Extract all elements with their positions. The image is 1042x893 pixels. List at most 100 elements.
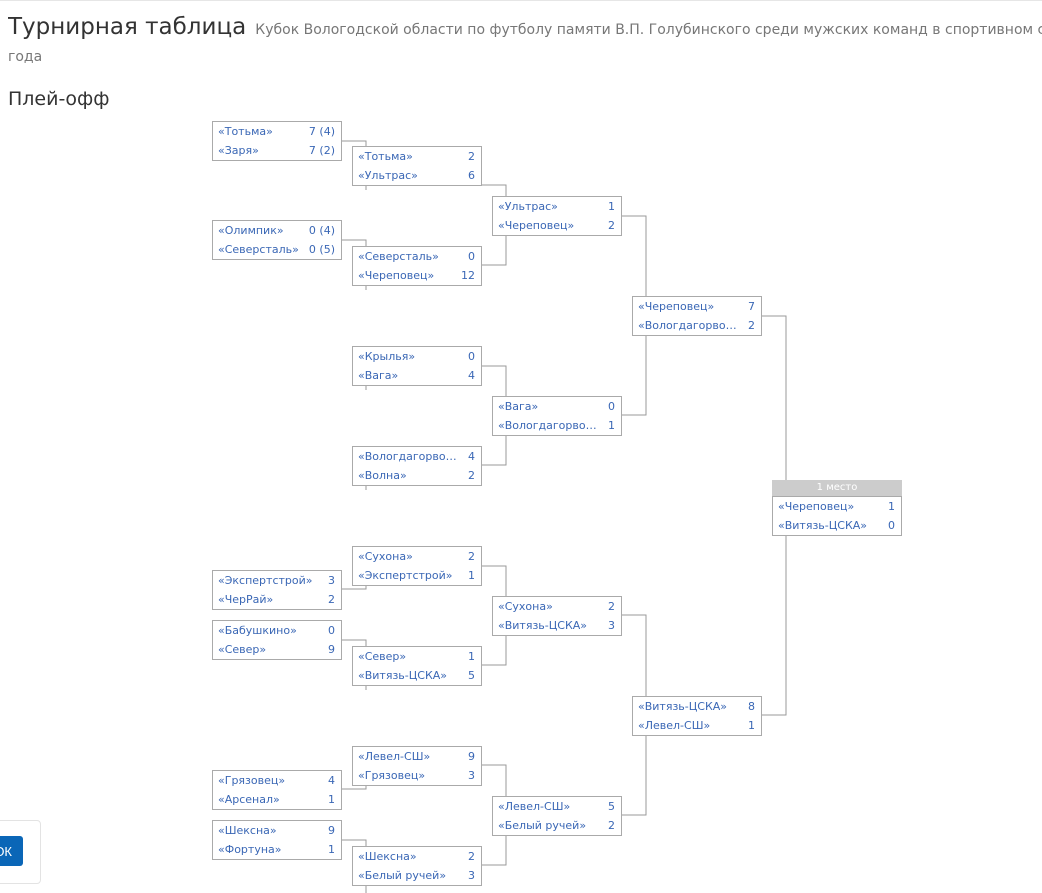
team-score: 9 <box>328 824 335 837</box>
team-row[interactable]: «Северсталь»0 (5) <box>213 240 341 259</box>
team-score: 1 <box>748 719 755 732</box>
team-score: 3 <box>468 869 475 882</box>
team-score: 0 <box>888 519 895 532</box>
team-row[interactable]: «Белый ручей»2 <box>493 816 621 835</box>
team-row[interactable]: «Грязовец»3 <box>353 766 481 785</box>
team-score: 6 <box>468 169 475 182</box>
team-row[interactable]: «Вага»4 <box>353 366 481 385</box>
team-row[interactable]: «Арсенал»1 <box>213 790 341 809</box>
team-score: 2 <box>328 593 335 606</box>
team-row[interactable]: «Сухона»2 <box>493 597 621 616</box>
match-box: «Череповец»7 «Вологдагорвод... 2 <box>632 296 762 336</box>
team-row[interactable]: «Череповец»12 <box>353 266 481 285</box>
team-name: «Череповец» <box>778 500 855 513</box>
team-score: 1 <box>468 569 475 582</box>
team-name: «Вага» <box>358 369 399 382</box>
team-row[interactable]: «Левел-СШ»5 <box>493 797 621 816</box>
team-score: 1 <box>468 650 475 663</box>
team-row[interactable]: «Шексна»2 <box>353 847 481 866</box>
team-name: «Олимпик» <box>218 224 284 237</box>
match-box: «Бабушкино» 0 «Север» 9 <box>212 620 342 660</box>
match-box: «Вага»0«Вологдагорвод...1 <box>492 396 622 436</box>
team-name: «Левел-СШ» <box>358 750 431 763</box>
team-row[interactable]: «Белый ручей»3 <box>353 866 481 885</box>
team-row[interactable]: «Фортуна»1 <box>213 840 341 859</box>
team-row[interactable]: «Витязь-ЦСКА» 0 <box>773 516 901 535</box>
team-name: «Север» <box>218 643 267 656</box>
match-box: «Тотьма»2«Ультрас»6 <box>352 146 482 186</box>
match-box: «Грязовец»4«Арсенал»1 <box>212 770 342 810</box>
team-row[interactable]: «Олимпик»0 (4) <box>213 221 341 240</box>
team-row[interactable]: «Заря» 7 (2) <box>213 141 341 160</box>
team-row[interactable]: «Тотьма»7 (4) <box>213 122 341 141</box>
match-box: «Вологдагорвод...4«Волна»2 <box>352 446 482 486</box>
team-row[interactable]: «Север» 1 <box>353 647 481 666</box>
connector-line <box>341 140 367 146</box>
team-row[interactable]: «Тотьма»2 <box>353 147 481 166</box>
page-subtitle-continued: года <box>8 49 43 65</box>
team-row[interactable]: «Вологдагорвод...1 <box>493 416 621 435</box>
connector-line <box>481 365 507 396</box>
team-row[interactable]: «Левел-СШ»9 <box>353 747 481 766</box>
team-name: «Вологдагорвод... <box>358 450 458 463</box>
team-score: 2 <box>608 219 615 232</box>
team-row[interactable]: «ЧерРай»2 <box>213 590 341 609</box>
team-row[interactable]: «Ультрас»6 <box>353 166 481 185</box>
team-score: 1 <box>328 793 335 806</box>
team-name: «Витязь-ЦСКА» <box>498 619 588 632</box>
team-row[interactable]: «Левел-СШ» 1 <box>633 716 761 735</box>
team-row[interactable]: «Витязь-ЦСКА»8 <box>633 697 761 716</box>
match-box: «Крылья»0«Вага»4 <box>352 346 482 386</box>
connector-line <box>481 436 507 466</box>
team-row[interactable]: «Бабушкино» 0 <box>213 621 341 640</box>
connector-line <box>481 236 507 266</box>
team-row[interactable]: «Сухона»2 <box>353 547 481 566</box>
match-box: «Северсталь»0«Череповец»12 <box>352 246 482 286</box>
team-row[interactable]: «Шексна»9 <box>213 821 341 840</box>
team-name: «Север» <box>358 650 407 663</box>
connector-line <box>761 315 787 480</box>
connector-line <box>481 565 507 596</box>
team-name: «Левел-СШ» <box>638 719 711 732</box>
team-row[interactable]: «Экспертстрой»3 <box>213 571 341 590</box>
team-row[interactable]: «Вологдагорвод... 2 <box>633 316 761 335</box>
team-name: «Бабушкино» <box>218 624 297 637</box>
team-row[interactable]: «Северсталь»0 <box>353 247 481 266</box>
team-score: 2 <box>608 819 615 832</box>
team-row[interactable]: «Ультрас»1 <box>493 197 621 216</box>
team-row[interactable]: «Череповец»2 <box>493 216 621 235</box>
team-score: 7 (2) <box>308 144 335 157</box>
team-row[interactable]: «Вага»0 <box>493 397 621 416</box>
team-row[interactable]: «Волна»2 <box>353 466 481 485</box>
team-row[interactable]: «Крылья»0 <box>353 347 481 366</box>
team-score: 9 <box>328 643 335 656</box>
team-score: 0 <box>328 624 335 637</box>
connector-line <box>481 184 507 196</box>
team-row[interactable]: «Череповец»1 <box>773 497 901 516</box>
team-score: 3 <box>608 619 615 632</box>
team-score: 7 (4) <box>308 125 335 138</box>
team-score: 2 <box>748 319 755 332</box>
team-row[interactable]: «Череповец»7 <box>633 297 761 316</box>
team-name: «Витязь-ЦСКА» <box>358 669 448 682</box>
team-name: «Фортуна» <box>218 843 282 856</box>
match-box: «Шексна»9«Фортуна»1 <box>212 820 342 860</box>
team-row[interactable]: «Экспертстрой»1 <box>353 566 481 585</box>
team-name: «Волна» <box>358 469 407 482</box>
team-score: 3 <box>328 574 335 587</box>
team-score: 0 (5) <box>308 243 335 256</box>
team-row[interactable]: «Грязовец»4 <box>213 771 341 790</box>
team-name: «Левел-СШ» <box>498 800 571 813</box>
team-name: «Заря» <box>218 144 259 157</box>
team-row[interactable]: «Север» 9 <box>213 640 341 659</box>
team-name: «Череповец» <box>358 269 435 282</box>
ok-button[interactable]: ОК <box>0 836 23 866</box>
team-row[interactable]: «Вологдагорвод...4 <box>353 447 481 466</box>
team-name: «Вологдагорвод... <box>638 319 738 332</box>
match-box: «Север» 1 «Витязь-ЦСКА»5 <box>352 646 482 686</box>
team-row[interactable]: «Витязь-ЦСКА» 3 <box>493 616 621 635</box>
team-name: «Витязь-ЦСКА» <box>778 519 868 532</box>
page-title: Турнирная таблица <box>8 14 247 40</box>
team-row[interactable]: «Витязь-ЦСКА»5 <box>353 666 481 685</box>
